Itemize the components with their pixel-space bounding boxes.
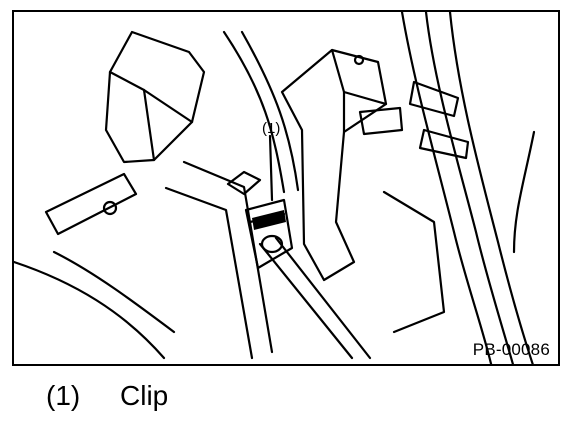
upper-rod (222, 30, 286, 194)
callout-label: (1) (262, 120, 281, 137)
wire-harness (400, 12, 493, 364)
central-arm (280, 48, 388, 282)
diagram-frame: (1) PB-00086 (12, 10, 560, 366)
legend: (1) Clip (46, 380, 168, 412)
callout-leader (268, 134, 274, 202)
left-lever (44, 172, 138, 236)
legend-item-number: (1) (46, 380, 81, 411)
component-drawing (14, 12, 536, 364)
figure-reference-code: PB-00086 (472, 340, 550, 359)
cable (258, 242, 354, 360)
legend-item-label: Clip (120, 380, 169, 411)
